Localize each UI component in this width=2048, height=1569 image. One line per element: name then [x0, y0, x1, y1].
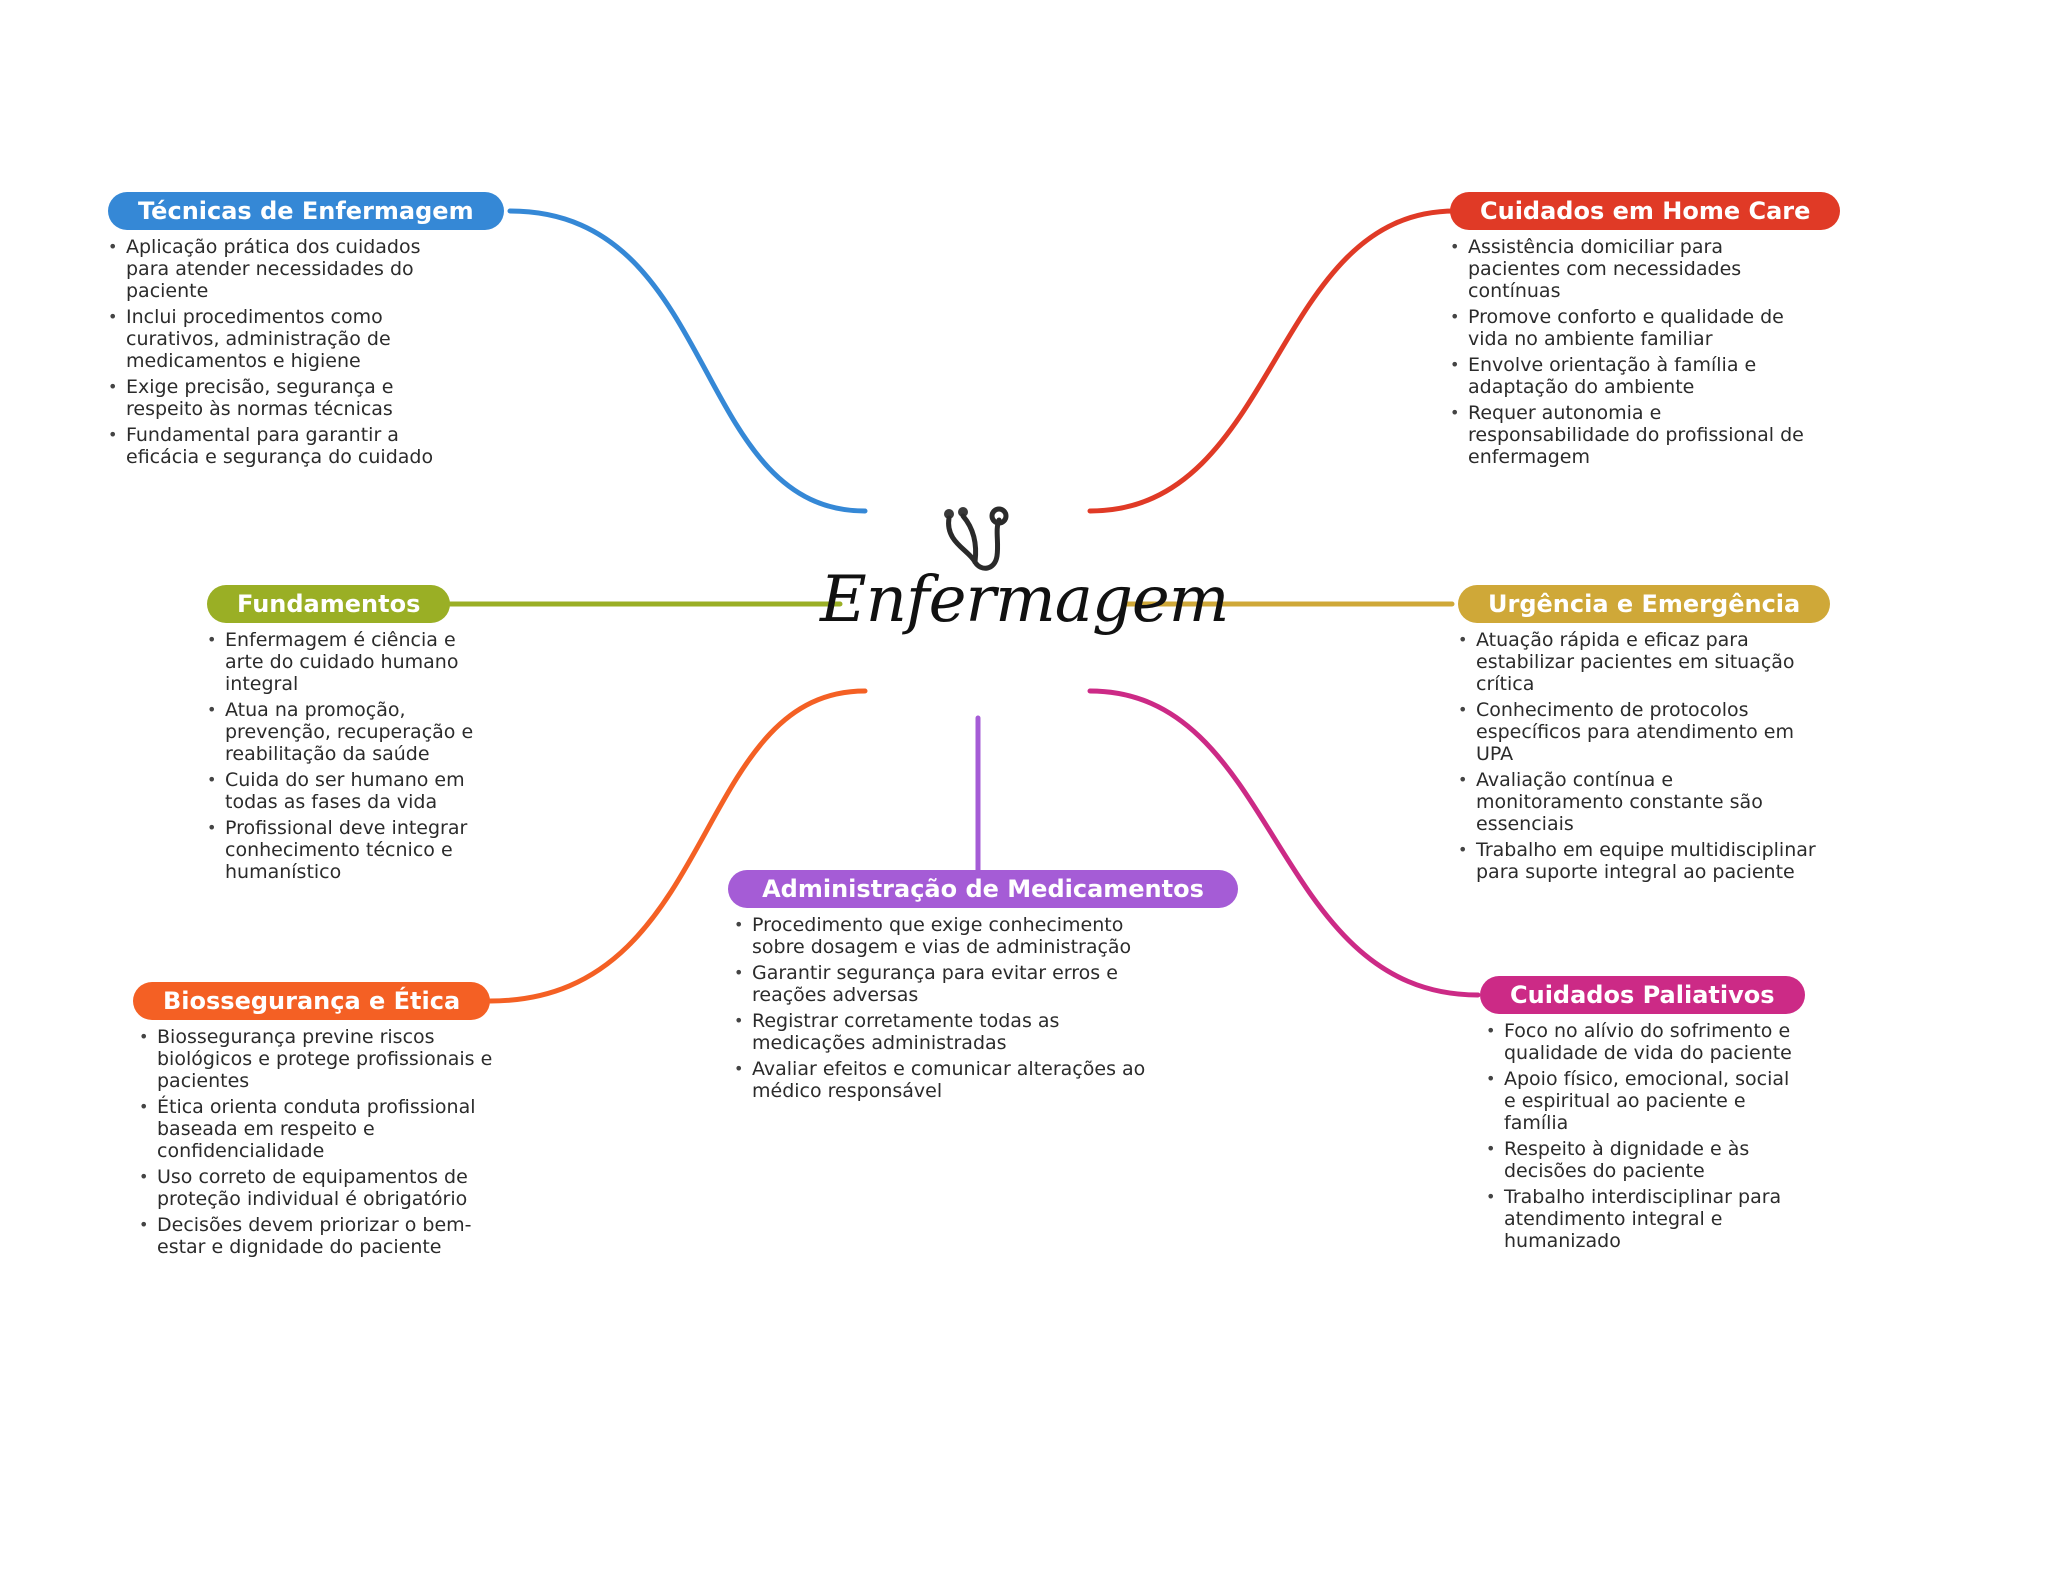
- topic-pill-homecare[interactable]: Cuidados em Home Care: [1450, 192, 1841, 230]
- list-item: Respeito à dignidade e às decisões do pa…: [1486, 1138, 1796, 1182]
- list-item: Uso correto de equipamentos de proteção …: [139, 1166, 494, 1210]
- branch-paliativos: Cuidados Paliativos Foco no alívio do so…: [1480, 976, 1840, 1256]
- list-item: Registrar corretamente todas as medicaçõ…: [734, 1010, 1174, 1054]
- topic-pill-administracao[interactable]: Administração de Medicamentos: [728, 870, 1238, 908]
- list-item: Procedimento que exige conhecimento sobr…: [734, 914, 1174, 958]
- list-item: Foco no alívio do sofrimento e qualidade…: [1486, 1020, 1796, 1064]
- list-item: Atua na promoção, prevenção, recuperação…: [207, 699, 477, 765]
- connector-tecnicas: [507, 208, 868, 514]
- bullet-list-paliativos: Foco no alívio do sofrimento e qualidade…: [1486, 1020, 1796, 1252]
- branch-fundamentos: Fundamentos Enfermagem é ciência e arte …: [207, 585, 507, 887]
- list-item: Requer autonomia e responsabilidade do p…: [1450, 402, 1815, 468]
- list-item: Enfermagem é ciência e arte do cuidado h…: [207, 629, 477, 695]
- stethoscope-icon: [944, 506, 1009, 571]
- list-item: Atuação rápida e eficaz para estabilizar…: [1458, 629, 1818, 695]
- list-item: Avaliar efeitos e comunicar alterações a…: [734, 1058, 1174, 1102]
- list-item: Trabalho interdisciplinar para atendimen…: [1486, 1186, 1796, 1252]
- list-item: Garantir segurança para evitar erros e r…: [734, 962, 1174, 1006]
- topic-pill-paliativos[interactable]: Cuidados Paliativos: [1480, 976, 1805, 1014]
- list-item: Cuida do ser humano em todas as fases da…: [207, 769, 477, 813]
- bullet-list-tecnicas: Aplicação prática dos cuidados para aten…: [108, 236, 468, 468]
- list-item: Decisões devem priorizar o bem-estar e d…: [139, 1214, 494, 1258]
- topic-pill-urgencia[interactable]: Urgência e Emergência: [1458, 585, 1831, 623]
- list-item: Fundamental para garantir a eficácia e s…: [108, 424, 468, 468]
- bullet-list-biosseguranca: Biossegurança previne riscos biológicos …: [139, 1026, 494, 1258]
- list-item: Exige precisão, segurança e respeito às …: [108, 376, 468, 420]
- list-item: Biossegurança previne riscos biológicos …: [139, 1026, 494, 1092]
- bullet-list-urgencia: Atuação rápida e eficaz para estabilizar…: [1458, 629, 1818, 883]
- list-item: Conhecimento de protocolos específicos p…: [1458, 699, 1818, 765]
- bullet-list-administracao: Procedimento que exige conhecimento sobr…: [734, 914, 1174, 1102]
- bullet-list-homecare: Assistência domiciliar para pacientes co…: [1450, 236, 1815, 468]
- branch-administracao: Administração de Medicamentos Procedimen…: [728, 870, 1238, 1106]
- topic-pill-biosseguranca[interactable]: Biossegurança e Ética: [133, 982, 491, 1020]
- branch-tecnicas: Técnicas de Enfermagem Aplicação prática…: [108, 192, 504, 472]
- topic-pill-fundamentos[interactable]: Fundamentos: [207, 585, 451, 623]
- list-item: Trabalho em equipe multidisciplinar para…: [1458, 839, 1818, 883]
- list-item: Inclui procedimentos como curativos, adm…: [108, 306, 468, 372]
- list-item: Assistência domiciliar para pacientes co…: [1450, 236, 1815, 302]
- central-topic-title: Enfermagem: [820, 563, 1229, 637]
- list-item: Profissional deve integrar conhecimento …: [207, 817, 477, 883]
- list-item: Ética orienta conduta profissional basea…: [139, 1096, 494, 1162]
- branch-urgencia: Urgência e Emergência Atuação rápida e e…: [1458, 585, 1838, 887]
- list-item: Aplicação prática dos cuidados para aten…: [108, 236, 468, 302]
- topic-pill-tecnicas[interactable]: Técnicas de Enfermagem: [108, 192, 504, 230]
- list-item: Envolve orientação à família e adaptação…: [1450, 354, 1815, 398]
- connector-paliativos: [1087, 688, 1481, 998]
- branch-homecare: Cuidados em Home Care Assistência domici…: [1450, 192, 1841, 472]
- list-item: Apoio físico, emocional, social e espiri…: [1486, 1068, 1796, 1134]
- bullet-list-fundamentos: Enfermagem é ciência e arte do cuidado h…: [207, 629, 477, 883]
- branch-biosseguranca: Biossegurança e Ética Biossegurança prev…: [133, 982, 513, 1262]
- list-item: Promove conforto e qualidade de vida no …: [1450, 306, 1815, 350]
- connector-homecare: [1087, 208, 1458, 514]
- list-item: Avaliação contínua e monitoramento const…: [1458, 769, 1818, 835]
- connector-biosseguranca: [487, 688, 868, 1004]
